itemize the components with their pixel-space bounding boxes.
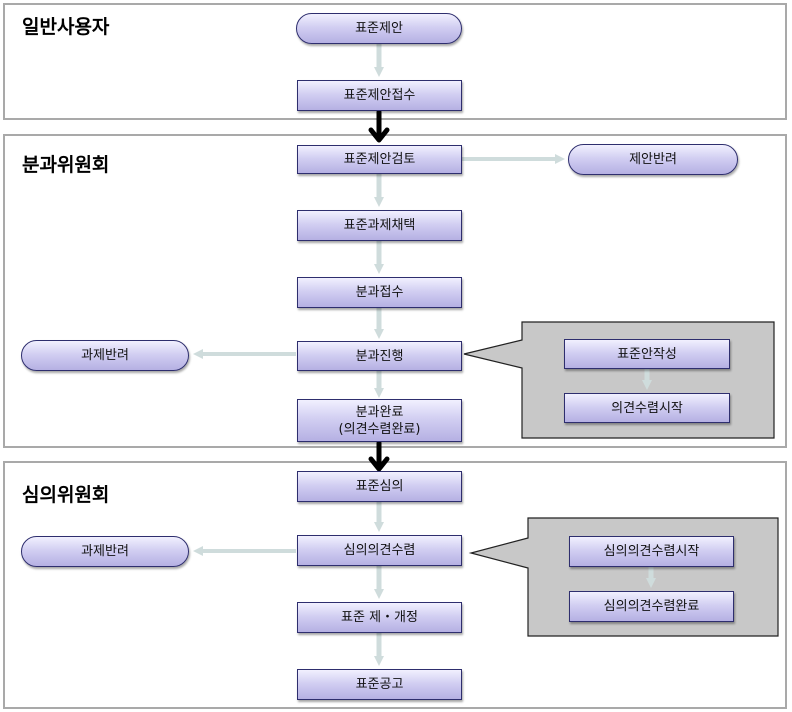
node-review-opinion: 심의의견수렴	[297, 535, 462, 566]
node-review-opinion-start: 심의의견수렴시작	[569, 536, 734, 567]
node-std-revision: 표준 제・개정	[297, 602, 462, 633]
node-sub-complete: 분과완료 (의견수렴완료)	[297, 399, 462, 442]
node-review-opinion-complete: 심의의견수렴완료	[569, 591, 734, 622]
node-std-announce: 표준공고	[297, 669, 462, 700]
lane-title-subcommittee: 분과위원회	[22, 154, 110, 176]
heavy-arrow-1-head	[368, 127, 390, 143]
node-std-review: 표준심의	[297, 471, 462, 502]
heavy-arrow-2-head	[368, 456, 390, 472]
node-task-return-2: 과제반려	[21, 536, 189, 567]
lane-title-user: 일반사용자	[22, 16, 110, 38]
node-opinion-start: 의견수렴시작	[564, 393, 730, 423]
node-sub-progress: 분과진행	[297, 341, 462, 371]
node-task-adoption: 표준과제채택	[297, 210, 462, 241]
node-proposal-receipt: 표준제안접수	[297, 80, 462, 111]
node-draft-write: 표준안작성	[564, 339, 730, 369]
node-proposal: 표준제안	[296, 13, 462, 44]
node-proposal-review: 표준제안검토	[297, 145, 462, 174]
node-sub-receipt: 분과접수	[297, 277, 462, 308]
node-proposal-return: 제안반려	[568, 144, 738, 175]
node-task-return-1: 과제반려	[21, 340, 189, 371]
lane-title-council: 심의위원회	[22, 484, 110, 506]
